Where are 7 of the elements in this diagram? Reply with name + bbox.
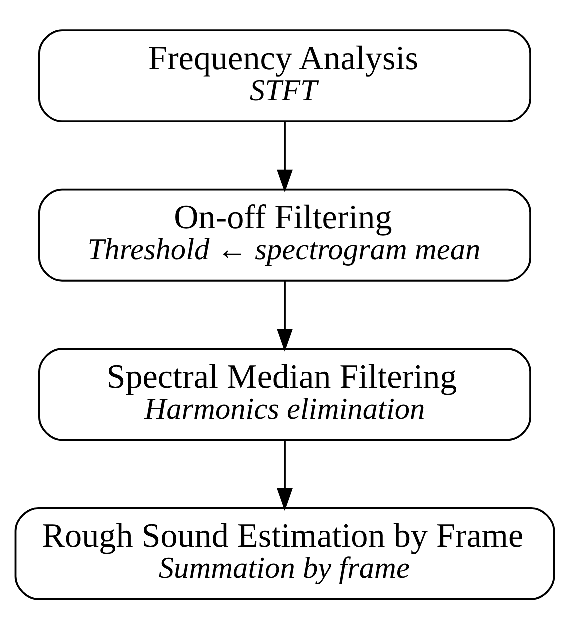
arrow bbox=[277, 122, 293, 192]
node-box: Spectral Median Filtering Harmonics elimination bbox=[38, 348, 532, 441]
node-box: Frequency Analysis STFT bbox=[38, 29, 532, 122]
node-box: On-off Filtering Threshold ← spectrogram mean bbox=[38, 188, 532, 282]
arrow bbox=[277, 280, 293, 352]
arrow bbox=[277, 440, 293, 511]
node-box: Rough Sound Estimation by Frame Summation by frame bbox=[14, 506, 556, 600]
